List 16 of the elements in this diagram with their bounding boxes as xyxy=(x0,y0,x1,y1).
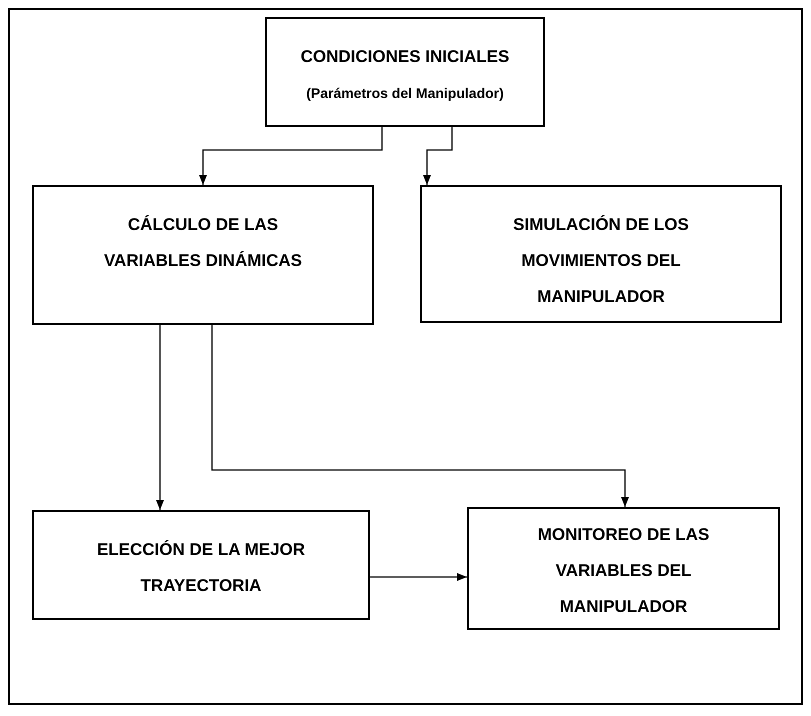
box-title: ELECCIÓN DE LA MEJOR TRAYECTORIA xyxy=(96,539,306,597)
box-title: SIMULACIÓN DE LOS MOVIMIENTOS DEL MANIPULADOR xyxy=(512,214,690,308)
process-box xyxy=(265,17,545,127)
process-box xyxy=(32,510,370,620)
box-subtitle: (Parámetros del Manipulador) xyxy=(306,84,504,103)
arrow xyxy=(211,325,629,507)
process-box xyxy=(467,507,780,630)
arrow xyxy=(156,325,164,510)
box-title: CÁLCULO DE LAS VARIABLES DINÁMICAS xyxy=(102,214,304,272)
process-box xyxy=(32,185,374,325)
box-title: CONDICIONES INICIALES xyxy=(300,46,510,68)
arrow xyxy=(199,127,383,185)
arrow xyxy=(370,573,467,581)
process-box xyxy=(420,185,782,323)
arrow xyxy=(423,127,453,185)
box-title: MONITOREO DE LAS VARIABLES DEL MANIPULADOR xyxy=(536,524,710,618)
